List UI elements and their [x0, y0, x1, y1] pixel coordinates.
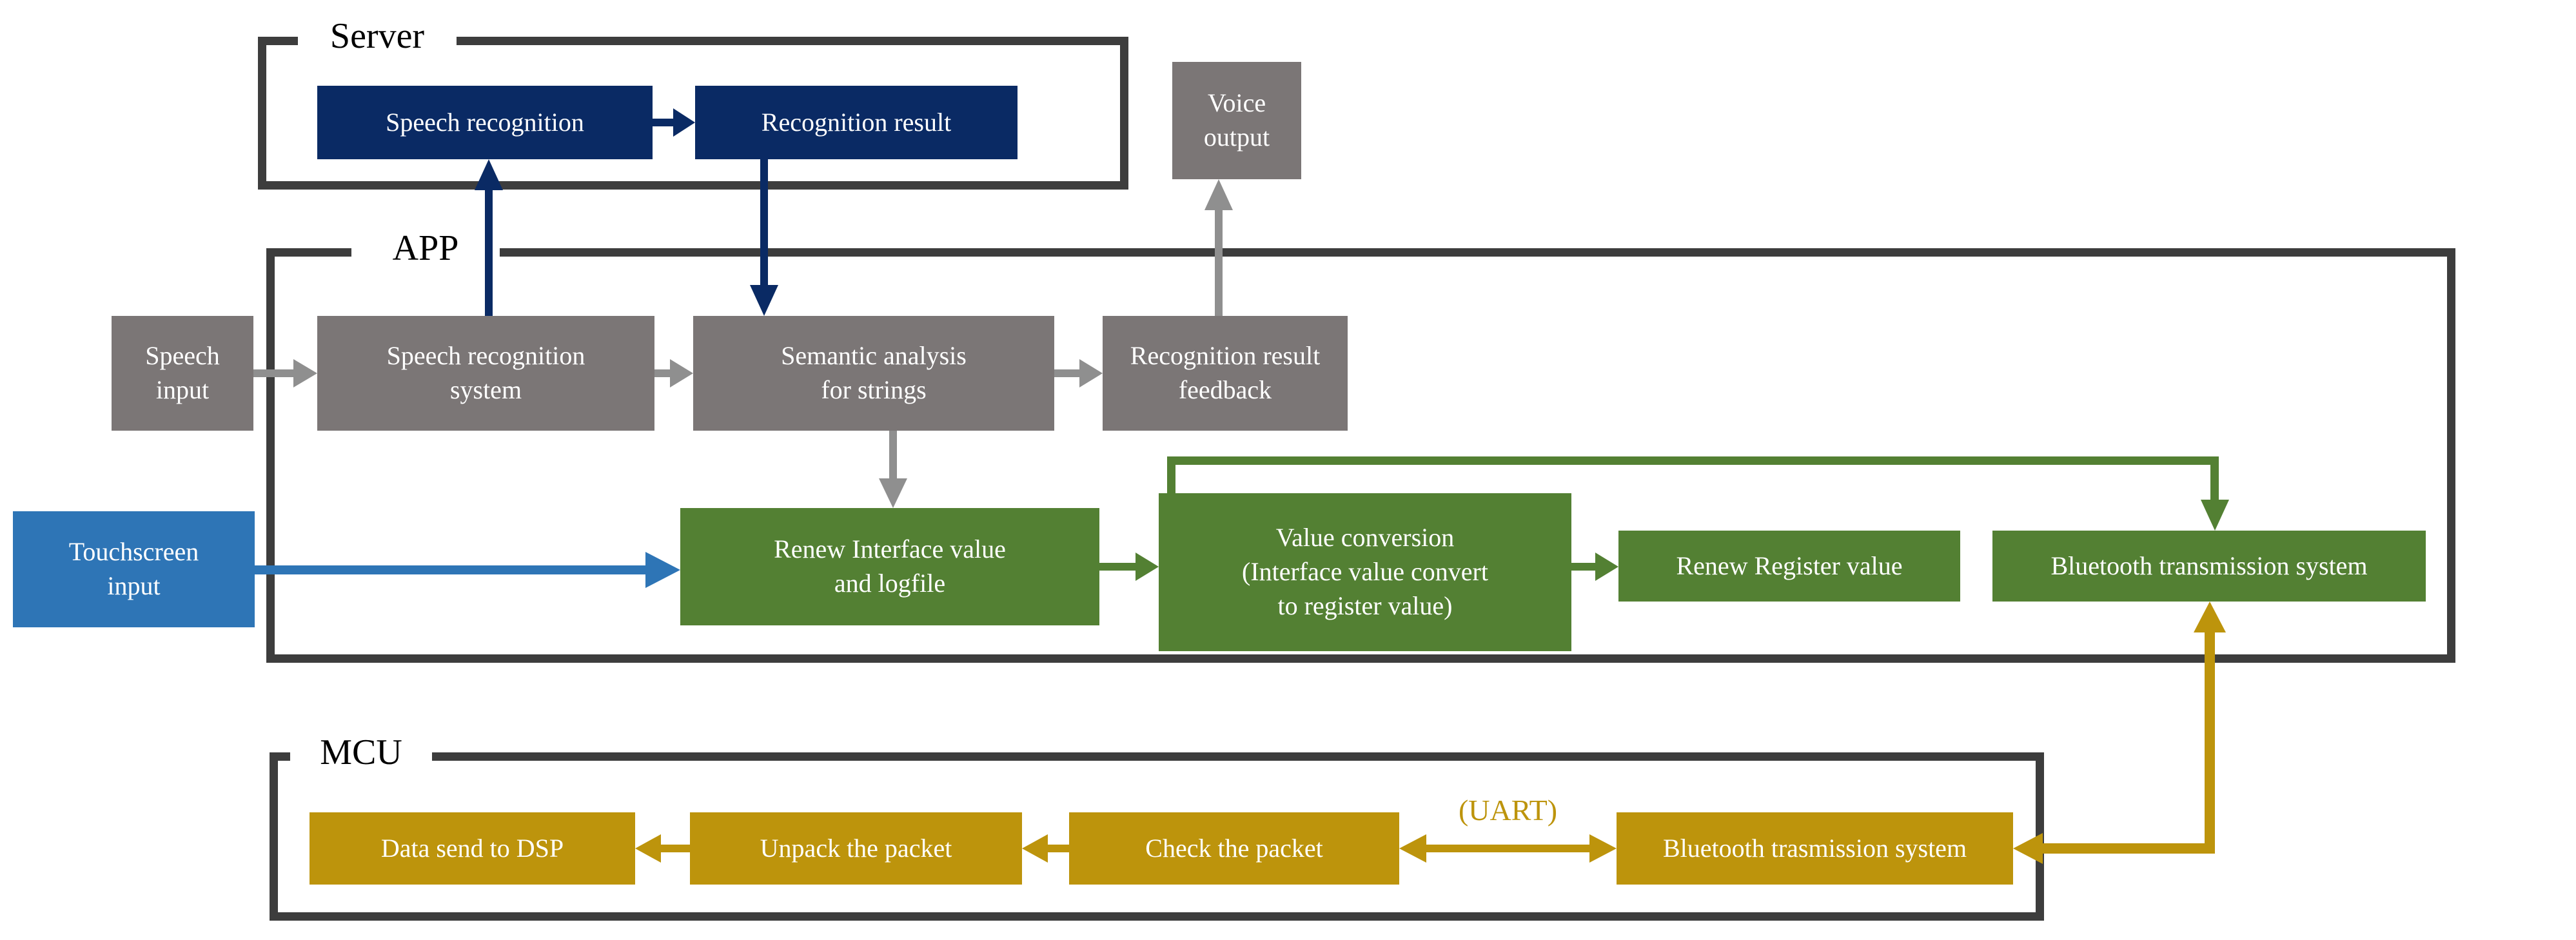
node-bluetooth-app: Bluetooth transmission system	[1992, 531, 2426, 602]
arrow-shaft	[760, 159, 768, 287]
node-bluetooth-mcu: Bluetooth trasmission system	[1617, 812, 2013, 885]
arrow-shaft	[653, 119, 674, 126]
node-label: Renew Register value	[1676, 551, 1903, 580]
arrow-head-right	[1589, 834, 1617, 863]
node-label: Bluetooth transmission system	[2050, 551, 2368, 580]
arrow-head-left	[635, 834, 661, 863]
node-unpack-packet: Unpack the packet	[690, 812, 1022, 885]
elbow-horizontal	[1167, 456, 2219, 465]
mcu-section-label-text: MCU	[320, 732, 402, 772]
arrow-head-left	[2013, 833, 2043, 864]
arrow-head-right	[1136, 553, 1159, 581]
elbow-vertical	[2205, 631, 2215, 854]
node-recognition-result-feedback: Recognition result feedback	[1103, 316, 1348, 431]
app-section-frame	[266, 248, 2455, 663]
node-recognition-result: Recognition result	[695, 86, 1018, 159]
arrow-head-left	[1399, 834, 1426, 863]
node-voice-output: Voice output	[1172, 62, 1301, 179]
node-renew-interface: Renew Interface value and logfile	[680, 508, 1099, 625]
mcu-section-label: MCU	[290, 731, 432, 774]
arrow-shaft	[654, 369, 670, 377]
node-label: Recognition result	[761, 107, 952, 137]
node-speech-input: Speech input	[112, 316, 253, 431]
node-label: Recognition result feedback	[1130, 341, 1321, 404]
elbow-dropper	[2210, 456, 2219, 502]
arrow-head-right	[1079, 359, 1103, 387]
node-check-packet: Check the packet	[1069, 812, 1399, 885]
node-data-send-dsp: Data send to DSP	[310, 812, 635, 885]
node-label: Speech input	[145, 341, 220, 404]
app-section-label-text: APP	[392, 228, 459, 268]
arrow-shaft	[1048, 845, 1069, 852]
node-label: Semantic analysis for strings	[781, 341, 967, 404]
node-label: Speech recognition system	[386, 341, 585, 404]
node-semantic-analysis: Semantic analysis for strings	[693, 316, 1054, 431]
arrow-head-up	[1204, 179, 1233, 210]
arrow-head-right	[673, 108, 695, 137]
arrow-shaft	[1571, 563, 1595, 571]
arrow-head-right	[1595, 553, 1618, 581]
node-label: Value conversion (Interface value conver…	[1242, 523, 1488, 620]
arrow-head-right	[645, 552, 680, 588]
node-value-conversion: Value conversion (Interface value conver…	[1159, 493, 1571, 651]
uart-connector-label: (UART)	[1399, 790, 1617, 831]
mcu-section-frame	[270, 752, 2044, 921]
arrow-shaft	[1099, 563, 1136, 571]
arrow-shaft	[661, 845, 690, 852]
node-speech-recognition: Speech recognition	[317, 86, 653, 159]
arrow-shaft	[1426, 845, 1589, 852]
arrow-head-down	[879, 478, 907, 508]
arrow-head-down	[2201, 500, 2229, 531]
arrow-head-up	[2194, 602, 2226, 632]
app-section-label: APP	[351, 227, 500, 269]
arrow-shaft	[1215, 209, 1223, 316]
node-label: Touchscreen input	[68, 537, 199, 600]
arrow-head-right	[670, 359, 693, 387]
server-section-label: Server	[298, 14, 457, 58]
arrow-head-right	[293, 359, 317, 387]
elbow-riser	[1167, 456, 1175, 493]
node-label: Voice output	[1203, 88, 1270, 152]
node-label: Data send to DSP	[380, 833, 564, 863]
arrow-head-up	[475, 159, 503, 190]
arrow-shaft	[889, 431, 897, 480]
node-label: Check the packet	[1145, 833, 1323, 863]
arrow-shaft	[253, 369, 293, 377]
node-touchscreen-input: Touchscreen input	[13, 511, 255, 627]
server-section-label-text: Server	[329, 16, 425, 56]
node-label: Renew Interface value and logfile	[774, 534, 1006, 598]
elbow-horizontal	[2041, 843, 2215, 854]
uart-label-text: (UART)	[1458, 794, 1558, 827]
arrow-head-down	[750, 285, 778, 316]
node-label: Unpack the packet	[760, 833, 952, 863]
node-renew-register: Renew Register value	[1618, 531, 1960, 602]
node-speech-recognition-system: Speech recognition system	[317, 316, 654, 431]
arrow-shaft	[485, 188, 493, 316]
arrow-head-left	[1022, 834, 1048, 863]
node-label: Speech recognition	[386, 107, 584, 137]
arrow-shaft	[255, 565, 647, 574]
node-label: Bluetooth trasmission system	[1662, 833, 1967, 863]
arrow-shaft	[1054, 369, 1079, 377]
